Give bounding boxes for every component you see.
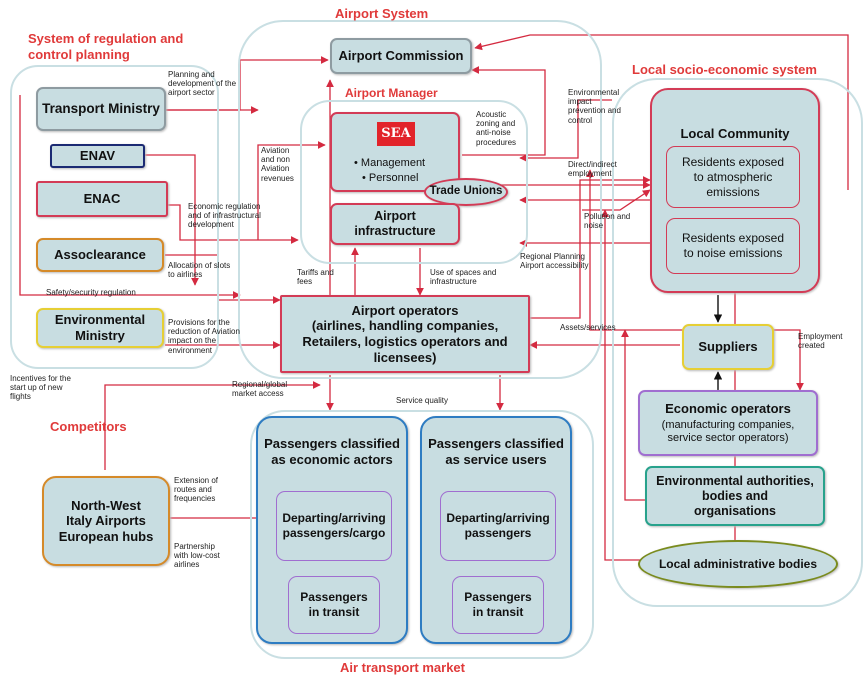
local-community-box[interactable]: Local Community Residents exposed to atm…	[650, 88, 820, 293]
transport-ministry-box[interactable]: Transport Ministry	[36, 87, 166, 131]
sea-management-label: • Management	[354, 157, 426, 169]
label-regional-planning: Regional Planning Airport accessibility	[520, 252, 589, 271]
label-service-quality: Service quality	[396, 396, 449, 405]
arrow-operators-to-local	[530, 176, 651, 319]
label-aviation-revenues: Aviation and non Aviation revenues	[261, 146, 294, 183]
label-market-access: Regional/global market access	[232, 380, 288, 399]
airport-manager-region	[300, 100, 528, 264]
pax-service-box[interactable]: Passengers classified as service users D…	[420, 416, 572, 644]
airport-manager-title: Airport Manager	[345, 86, 438, 100]
airport-commission-box[interactable]: Airport Commission	[330, 38, 472, 74]
label-tariffs: Tariffs and fees	[297, 268, 334, 287]
label-acoustic: Acoustic zoning and anti-noise procedure…	[476, 110, 517, 147]
nw-airports-box[interactable]: North-West Italy Airports European hubs	[42, 476, 170, 566]
competitors-title: Competitors	[50, 419, 127, 434]
residents-atmospheric-box[interactable]: Residents exposed to atmospheric emissio…	[666, 146, 800, 208]
label-economic-regulation: Economic regulation and of infrastructur…	[188, 202, 261, 230]
label-employment-created: Employment created	[798, 332, 843, 351]
enac-box[interactable]: ENAC	[36, 181, 168, 217]
pax-service-transit-box[interactable]: Passengers in transit	[452, 576, 544, 634]
arrow-acoustic-to-commission	[462, 66, 546, 156]
airport-operators-box[interactable]: Airport operators (airlines, handling co…	[280, 295, 530, 373]
assoclearance-box[interactable]: Assoclearance	[36, 238, 164, 272]
label-planning: Planning and development of the airport …	[168, 70, 237, 98]
economic-operators-title: Economic operators	[665, 401, 791, 416]
arrow-env-authorities	[621, 329, 645, 501]
label-employment: Direct/indirect employment	[568, 160, 617, 179]
airport-infrastructure-box[interactable]: Airport infrastructure	[330, 203, 460, 245]
pax-service-departing-box[interactable]: Departing/arriving passengers	[440, 491, 556, 561]
arrow-enav-to-operators	[145, 154, 199, 286]
economic-operators-box[interactable]: Economic operators (manufacturing compan…	[638, 390, 818, 456]
pax-service-title: Passengers classified as service users	[428, 436, 564, 467]
arrow-safety-regulation	[19, 95, 241, 299]
regulation-title: System of regulation and control plannin…	[28, 31, 184, 62]
environmental-ministry-box[interactable]: Environmental Ministry	[36, 308, 164, 348]
arrow-pollution-to-community	[582, 189, 651, 211]
sea-personnel-label: • Personnel	[362, 172, 419, 184]
local-socio-region	[612, 78, 863, 607]
enav-box[interactable]: ENAV	[50, 144, 145, 168]
environmental-authorities-box[interactable]: Environmental authorities, bodies and or…	[645, 466, 825, 526]
pax-economic-title: Passengers classified as economic actors	[264, 436, 400, 467]
local-socio-title: Local socio-economic system	[632, 62, 817, 77]
label-env-impact: Environmental impact prevention and cont…	[568, 88, 621, 125]
local-admin-bodies-box[interactable]: Local administrative bodies	[638, 540, 838, 588]
arrow-revenues-to-manager	[257, 141, 326, 240]
residents-noise-box[interactable]: Residents exposed to noise emissions	[666, 218, 800, 274]
trade-unions-box[interactable]: Trade Unions	[424, 178, 508, 206]
sea-box[interactable]: SEA • Management • Personnel	[330, 112, 460, 192]
arrow-env-to-manager	[519, 99, 612, 162]
pax-economic-box[interactable]: Passengers classified as economic actors…	[256, 416, 408, 644]
pax-economic-departing-box[interactable]: Departing/arriving passengers/cargo	[276, 491, 392, 561]
air-transport-market-region	[250, 410, 594, 659]
airport-system-region	[238, 20, 602, 379]
pax-economic-transit-box[interactable]: Passengers in transit	[288, 576, 380, 634]
label-incentives: Incentives for the start up of new fligh…	[10, 374, 71, 402]
label-extension: Extension of routes and frequencies	[174, 476, 219, 504]
arrow-local-admin	[601, 209, 640, 561]
sea-logo: SEA	[377, 122, 415, 146]
label-partnership: Partnership with low-cost airlines	[174, 542, 220, 570]
local-community-title: Local Community	[680, 126, 790, 141]
label-use-spaces: Use of spaces and infrastructure	[430, 268, 497, 287]
label-assets: Assets/services	[560, 323, 616, 332]
economic-operators-subtitle: (manufacturing companies, service sector…	[661, 419, 795, 445]
label-safety: Safety/security regulation	[46, 288, 136, 297]
suppliers-box[interactable]: Suppliers	[682, 324, 774, 370]
regulation-region	[10, 65, 219, 369]
label-allocation: Allocation of slots to airlines	[168, 261, 231, 280]
label-pollution: Pollution and noise	[584, 212, 631, 231]
label-provisions: Provisions for the reduction of Aviation…	[168, 318, 240, 355]
air-transport-market-title: Air transport market	[340, 660, 465, 675]
arrow-incentives	[104, 381, 321, 470]
airport-system-title: Airport System	[335, 6, 429, 21]
